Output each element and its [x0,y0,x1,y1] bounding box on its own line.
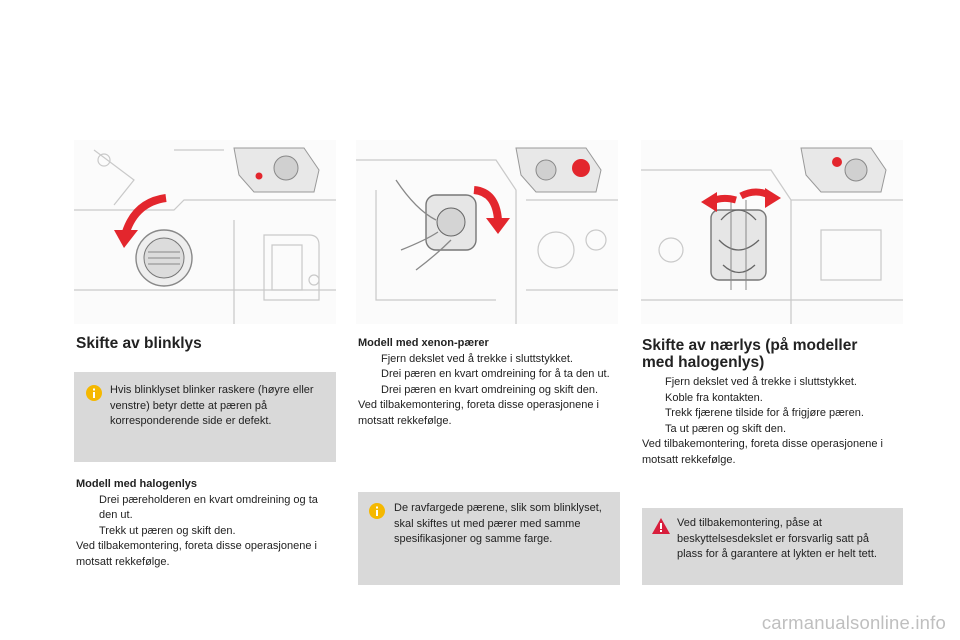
list-item: Drei pæreholderen en kvart omdreining og… [99,493,318,522]
info-box-amber-bulbs: De ravfargede pærene, slik som blinklyse… [358,492,620,585]
reassembly-note: Ved tilbakemontering, foreta disse opera… [642,438,883,466]
illustration-dipped-beam-bulb [641,140,903,324]
illustration-xenon-bulb [356,140,618,324]
xenon-bulb-socket [395,179,477,271]
spring-arrowhead-right-icon [765,188,781,208]
list-item: Ta ut pæren og skift den. [665,422,787,435]
headlamp-thumbnail [233,147,320,193]
subhead-halogen-model: Modell med halogenlys [76,478,198,490]
headlamp-thumbnail [515,147,602,193]
headlamp-thumbnail [800,147,887,193]
dipped-beam-instructions: Fjern dekslet ved å trekke i sluttstykke… [642,375,904,469]
column-right: Skifte av nærlys (på modeller med haloge… [642,337,904,371]
info-icon [369,503,385,519]
warning-text-protective-cover: Ved tilbakemontering, påse at beskyttels… [677,517,877,561]
halogen-bulb-springs [710,200,767,290]
list-item: Drei pæren en kvart omdreining for å ta … [381,368,610,381]
bulb-holder-cap [135,229,193,287]
info-text-amber-bulbs: De ravfargede pærene, slik som blinklyse… [394,502,602,546]
section-heading-dipped-beam: Skifte av nærlys (på modeller med haloge… [642,337,858,371]
rotate-arrow-icon [122,194,167,234]
list-item: Trekk ut pæren og skift den. [99,524,236,537]
watermark: carmanualsonline.info [761,612,946,633]
column-left: Skifte av blinklys [76,335,336,352]
list-item: Fjern dekslet ved å trekke i sluttstykke… [665,376,857,388]
rotate-arrowhead-icon [486,218,510,234]
list-item: Drei pæren en kvart omdreining og skift … [381,383,599,396]
halogen-indicator-instructions: Modell med halogenlys Drei pæreholderen … [76,477,336,571]
reassembly-note: Ved tilbakemontering, foreta disse opera… [76,540,317,568]
info-icon [86,385,102,401]
warning-box-protective-cover: Ved tilbakemontering, påse at beskyttels… [642,508,903,585]
dipped-beam-drawing [641,140,903,324]
column-middle: Modell med xenon-pærer Fjern dekslet ved… [358,336,618,430]
illustration-indicator-bulb [74,140,336,324]
section-heading-indicator: Skifte av blinklys [76,335,202,352]
spring-arrowhead-left-icon [701,192,717,212]
warning-icon [652,518,670,534]
reassembly-note: Ved tilbakemontering, foreta disse opera… [358,399,599,427]
list-item: Fjern dekslet ved å trekke i sluttstykke… [381,352,573,365]
rotate-arrow-icon [473,186,502,221]
list-item: Koble fra kontakten. [665,391,763,404]
subhead-xenon-model: Modell med xenon-pærer [358,337,489,349]
indicator-bulb-drawing [74,140,336,324]
rotate-arrowhead-icon [114,230,138,248]
xenon-bulb-drawing [356,140,618,324]
info-text-indicator: Hvis blinklyset blinker raskere (høyre e… [110,384,314,428]
list-item: Trekk fjærene tilside for å frigjøre pær… [665,407,864,420]
info-box-indicator: Hvis blinklyset blinker raskere (høyre e… [74,372,336,462]
